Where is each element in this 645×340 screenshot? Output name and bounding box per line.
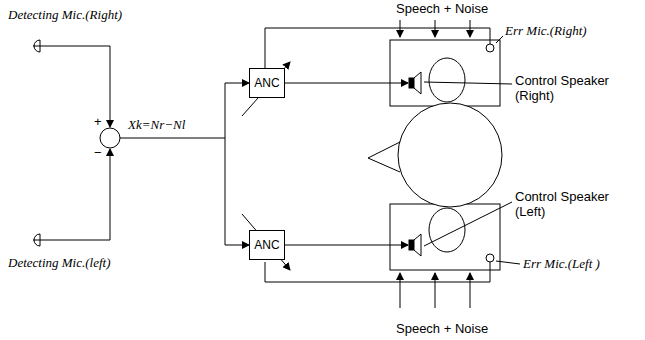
box-text: ANC — [254, 238, 279, 252]
mic-label: Err Mic.(Right) — [505, 24, 587, 39]
mic-label: Detecting Mic.(left) — [8, 256, 111, 271]
speaker-label: Control Speaker (Left) — [515, 190, 633, 220]
speaker-label: Control Speaker (Right) — [515, 74, 633, 104]
input-label: Speech + Noise — [396, 2, 488, 17]
sign-label: + — [94, 115, 102, 130]
sign-label: − — [94, 146, 102, 161]
input-label: Speech + Noise — [396, 322, 488, 337]
process-box: ANC — [249, 68, 285, 98]
mic-label: Err Mic.(Left ) — [523, 257, 600, 272]
process-box: ANC — [249, 230, 285, 260]
signal-name: Xk=Nr−Nl — [128, 118, 185, 133]
box-text: ANC — [254, 76, 279, 90]
mic-label: Detecting Mic.(Right) — [8, 8, 122, 23]
